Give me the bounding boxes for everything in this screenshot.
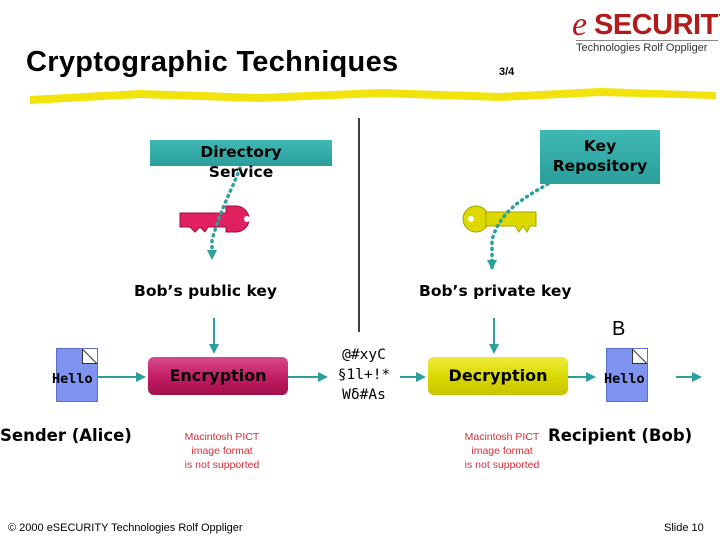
slide-title: Cryptographic Techniques: [26, 46, 399, 78]
public-key-label: Bob’s public key: [134, 282, 278, 300]
logo-subtitle: Technologies Rolf Oppliger: [576, 42, 708, 54]
recipient-marker: B: [612, 318, 626, 340]
key-repository-box: Key Repository: [540, 130, 660, 184]
recipient-document: [606, 348, 648, 402]
key-repository-line1: Key: [583, 137, 617, 155]
pict-line1: Macintosh PICT: [464, 431, 540, 443]
public-key-arrow: [207, 166, 242, 260]
directory-service-box: Directory Service: [150, 140, 332, 181]
footer-copyright: © 2000 eSECURITY Technologies Rolf Oppli…: [8, 522, 243, 534]
pict-line1: Macintosh PICT: [184, 431, 260, 443]
document-fold-icon: [632, 349, 647, 364]
logo-prefix: e: [572, 6, 588, 43]
slide-number: Slide 10: [664, 522, 704, 534]
document-fold-icon: [82, 349, 97, 364]
encryption-box: Encryption: [148, 357, 288, 395]
key-repository-line2: Repository: [552, 157, 648, 175]
private-key-icon: [462, 205, 537, 233]
pict-line2: image format: [191, 445, 253, 457]
esecurity-logo: e SECURITY Technologies Rolf Oppliger: [572, 6, 720, 56]
pict-placeholder-right: Macintosh PICT image format is not suppo…: [460, 430, 544, 472]
private-key-label: Bob’s private key: [419, 282, 572, 300]
ciphertext-block: @#xyC §1l+!* Wδ#As: [330, 345, 398, 411]
pict-line3: is not supported: [184, 459, 260, 471]
logo-divider: [576, 40, 718, 41]
encryption-label: Encryption: [169, 366, 267, 385]
ciphertext-line1: @#xyC: [342, 347, 386, 363]
pict-line2: image format: [471, 445, 533, 457]
sender-label: Sender (Alice): [0, 426, 132, 445]
public-key-icon: [179, 205, 250, 233]
directory-service-label: Directory Service: [150, 142, 332, 182]
pict-line3: is not supported: [464, 459, 540, 471]
directory-service-line1: Directory: [200, 143, 282, 161]
title-underline: [30, 88, 716, 104]
decryption-box: Decryption: [428, 357, 568, 395]
key-repository-label: Key Repository: [540, 136, 660, 176]
recipient-label: Recipient (Bob): [548, 426, 693, 445]
sender-plaintext: Hello: [52, 371, 93, 387]
slide-part: 3/4: [499, 66, 515, 78]
decryption-label: Decryption: [448, 366, 548, 385]
private-key-arrow: [487, 182, 550, 270]
directory-service-line2: Service: [208, 163, 274, 181]
ciphertext-line2: §1l+!*: [337, 367, 391, 383]
pict-placeholder-left: Macintosh PICT image format is not suppo…: [180, 430, 264, 472]
logo-name: SECURITY: [594, 9, 720, 41]
recipient-plaintext: Hello: [604, 371, 645, 387]
sender-document: [56, 348, 98, 402]
ciphertext-line3: Wδ#As: [342, 387, 386, 403]
